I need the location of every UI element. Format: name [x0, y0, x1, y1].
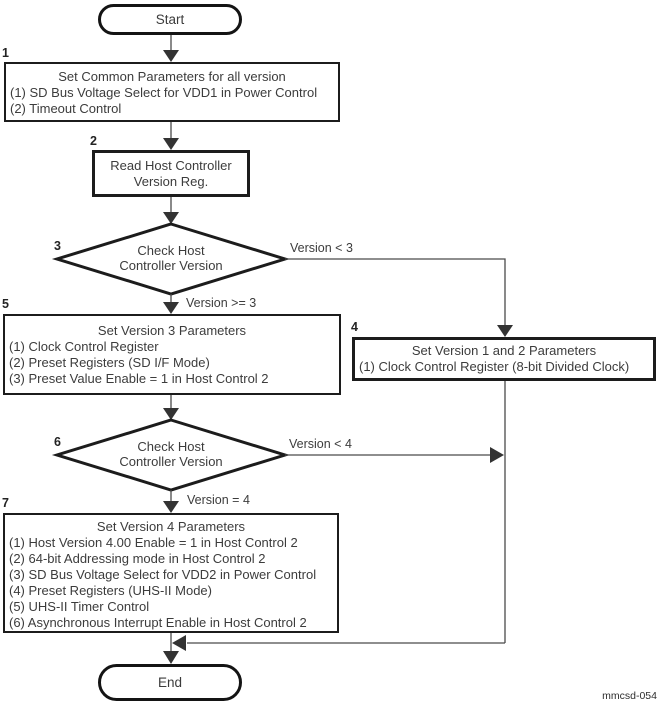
- process-box-5: Set Version 3 Parameters (1) Clock Contr…: [3, 314, 341, 395]
- box5-item: (3) Preset Value Enable = 1 in Host Cont…: [9, 371, 269, 386]
- edge-label-version-lt3: Version < 3: [290, 241, 353, 255]
- step-number-1: 1: [2, 46, 9, 60]
- diamond6-label: Check Host Controller Version: [86, 439, 256, 469]
- box5-item: (2) Preset Registers (SD I/F Mode): [9, 355, 210, 370]
- arrowhead-icon: [163, 501, 179, 513]
- step-number-5: 5: [2, 297, 9, 311]
- arrowhead-icon: [490, 447, 504, 463]
- diamond3-line: Controller Version: [119, 258, 223, 273]
- start-terminal: Start: [98, 4, 242, 35]
- box7-title: Set Version 4 Parameters: [96, 519, 246, 534]
- diamond6-line: Check Host: [137, 439, 205, 454]
- end-terminal: End: [98, 664, 242, 701]
- diamond3-line: Check Host: [137, 243, 205, 258]
- process-box-2: Read Host Controller Version Reg.: [92, 150, 250, 197]
- box7-item: (1) Host Version 4.00 Enable = 1 in Host…: [9, 535, 298, 550]
- process-box-4: Set Version 1 and 2 Parameters (1) Clock…: [352, 337, 656, 381]
- start-label: Start: [155, 12, 185, 27]
- arrowhead-icon: [497, 325, 513, 337]
- box1-item: (2) Timeout Control: [10, 101, 122, 116]
- arrowhead-icon: [163, 212, 179, 224]
- step-number-3: 3: [54, 239, 61, 253]
- diamond3-label: Check Host Controller Version: [86, 243, 256, 273]
- step-number-2: 2: [90, 134, 97, 148]
- arrowhead-icon: [172, 635, 186, 651]
- arrowhead-icon: [163, 651, 179, 664]
- arrowhead-icon: [163, 302, 179, 314]
- box7-item: (6) Asynchronous Interrupt Enable in Hos…: [9, 615, 307, 630]
- box2-line: Version Reg.: [133, 174, 209, 189]
- process-box-7: Set Version 4 Parameters (1) Host Versio…: [3, 513, 339, 633]
- box5-item: (1) Clock Control Register: [9, 339, 159, 354]
- box7-item: (3) SD Bus Voltage Select for VDD2 in Po…: [9, 567, 317, 582]
- box4-item: (1) Clock Control Register (8-bit Divide…: [359, 359, 630, 374]
- step-number-6: 6: [54, 435, 61, 449]
- arrowhead-icon: [163, 138, 179, 150]
- arrowhead-icon: [163, 50, 179, 62]
- box7-item: (2) 64-bit Addressing mode in Host Contr…: [9, 551, 266, 566]
- process-box-1: Set Common Parameters for all version (1…: [4, 62, 340, 122]
- figure-id-label: mmcsd-054: [602, 690, 657, 702]
- box7-item: (5) UHS-II Timer Control: [9, 599, 150, 614]
- edge-label-version-ge3: Version >= 3: [186, 296, 257, 310]
- box5-title: Set Version 3 Parameters: [97, 323, 247, 338]
- step-number-4: 4: [351, 320, 358, 334]
- connector-d3-box4: [285, 258, 506, 326]
- end-label: End: [157, 675, 183, 690]
- box7-item: (4) Preset Registers (UHS-II Mode): [9, 583, 212, 598]
- diamond6-line: Controller Version: [119, 454, 223, 469]
- edge-label-version-lt4: Version < 4: [289, 437, 352, 451]
- box4-title: Set Version 1 and 2 Parameters: [411, 343, 597, 358]
- arrowhead-icon: [163, 408, 179, 420]
- edge-label-version-eq4: Version = 4: [187, 493, 250, 507]
- box1-title: Set Common Parameters for all version: [58, 69, 286, 84]
- step-number-7: 7: [2, 496, 9, 510]
- box1-item: (1) SD Bus Voltage Select for VDD1 in Po…: [10, 85, 318, 100]
- box2-line: Read Host Controller: [110, 158, 232, 173]
